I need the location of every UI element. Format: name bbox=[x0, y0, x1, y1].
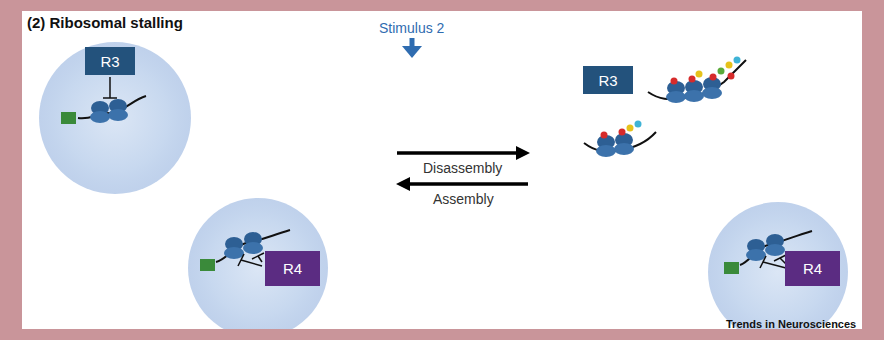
protein-label: R4 bbox=[283, 260, 302, 277]
journal-watermark: Trends in Neurosciences bbox=[726, 318, 856, 330]
stimulus-label: Stimulus 2 bbox=[379, 20, 444, 36]
protein-label: R4 bbox=[803, 260, 822, 277]
diagram-title: (2) Ribosomal stalling bbox=[27, 14, 183, 31]
arrow-label: Assembly bbox=[433, 191, 494, 207]
protein-box: R4 bbox=[785, 251, 840, 286]
protein-box: R3 bbox=[85, 47, 135, 75]
protein-box: R3 bbox=[583, 66, 633, 94]
protein-label: R3 bbox=[598, 72, 617, 89]
protein-box: R4 bbox=[265, 251, 320, 286]
arrow-label: Disassembly bbox=[423, 160, 502, 176]
protein-label: R3 bbox=[100, 53, 119, 70]
